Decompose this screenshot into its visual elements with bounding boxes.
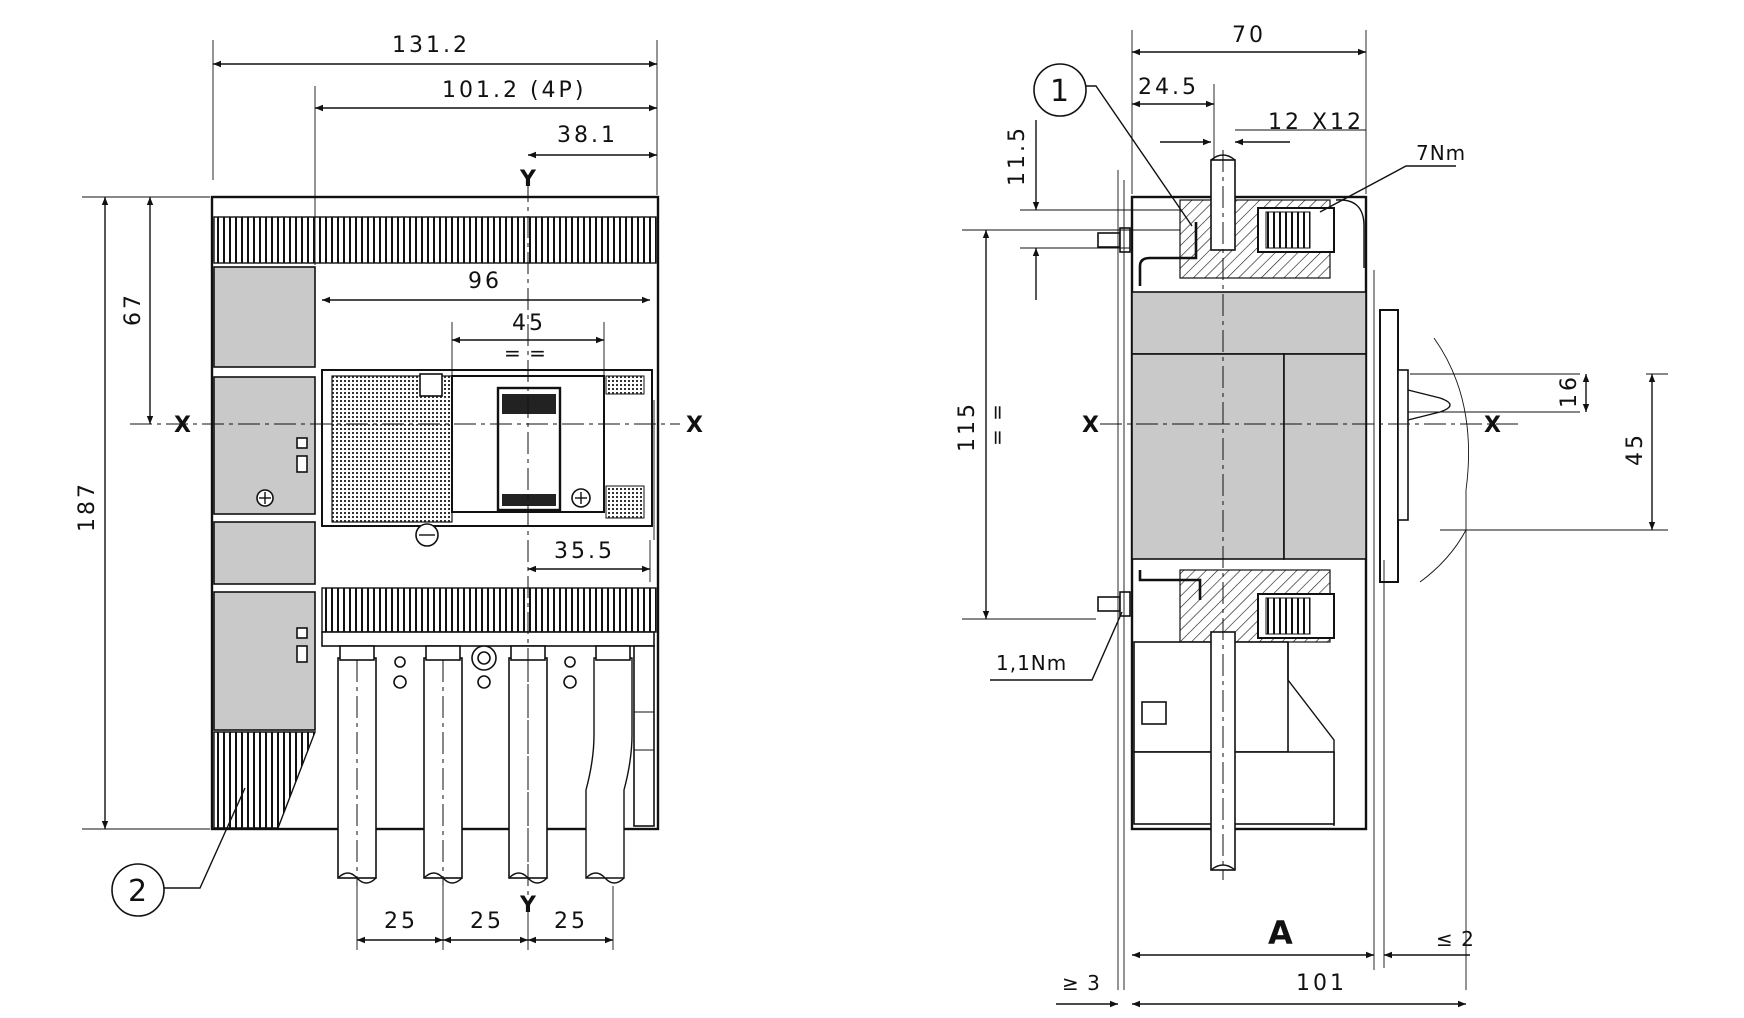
bottom-fins [321, 587, 657, 633]
side-axis-x-left: X [1082, 413, 1099, 438]
dim-height-top: 67 [121, 292, 146, 326]
dim-label-a: A [1268, 914, 1293, 952]
callout-1-label: 1 [1050, 74, 1069, 109]
dim-height-total: 187 [75, 481, 100, 532]
dim-clearance-2: ≤ 2 [1436, 927, 1475, 951]
terminal-screws [339, 645, 631, 689]
callout-2-label: 2 [128, 874, 147, 909]
dim-handle-16: 16 [1557, 374, 1582, 408]
dim-depth-70: 70 [1232, 23, 1266, 48]
axis-x-right: X [686, 413, 703, 438]
axis-y-top: Y [519, 167, 537, 192]
callout-2-circle [111, 863, 165, 917]
side-axis-x-right: X [1484, 413, 1501, 438]
dim-depth-101: 101 [1296, 971, 1347, 996]
dim-clearance-3: ≥ 3 [1062, 971, 1101, 995]
cable-2 [423, 657, 463, 886]
callout-2-leader [164, 787, 246, 889]
dim-handle-equal: = = [504, 341, 547, 365]
dim-offset-bottom: 35.5 [554, 539, 615, 564]
side-grey-center [1131, 353, 1285, 560]
panel-dotted-area [331, 375, 453, 523]
handle-swing-arc [1433, 337, 1470, 491]
cable-1 [337, 657, 377, 886]
accessory-module-3 [213, 521, 316, 585]
dim-total-width: 131.2 [392, 33, 470, 58]
callout-1-circle [1033, 63, 1087, 117]
axis-x-left: X [174, 413, 191, 438]
side-module-hatch [213, 731, 317, 829]
dim-depth-24-5: 24.5 [1138, 75, 1199, 100]
front-escutcheon [1379, 309, 1399, 583]
dim-height-115: 115 [955, 401, 980, 452]
dim-handle-45: 45 [1623, 432, 1648, 466]
side-view: X X 70 24.5 12 X12 7Nm 1 11.5 115 = = [955, 23, 1668, 1008]
top-fins [213, 216, 657, 264]
dim-pitch-1: 25 [384, 909, 418, 934]
dim-width-4p: 101.2 (4P) [442, 78, 586, 103]
dim-offset-top: 38.1 [557, 123, 618, 148]
dim-height-equal: = = [985, 403, 1009, 446]
cable-4 [585, 657, 633, 884]
side-grey-front [1283, 353, 1367, 560]
axis-y-bottom: Y [519, 893, 537, 918]
callout-1-leader [1086, 85, 1193, 227]
front-view: X X Y Y 131.2 101.2 (4P) 38.1 96 45 = = … [75, 33, 703, 950]
dim-pitch-2: 25 [470, 909, 504, 934]
side-grey-upper [1131, 291, 1367, 355]
torque-bottom-label: 1,1Nm [996, 651, 1067, 675]
dim-inner-width: 96 [468, 269, 502, 294]
dim-terminal: 12 X12 [1268, 110, 1364, 135]
torque-top-label: 7Nm [1416, 141, 1466, 165]
dim-height-11-5: 11.5 [1005, 125, 1030, 186]
accessory-module-1 [213, 266, 316, 368]
dim-handle-width: 45 [512, 311, 546, 336]
dim-pitch-3: 25 [554, 909, 588, 934]
side-handle [1407, 389, 1451, 421]
